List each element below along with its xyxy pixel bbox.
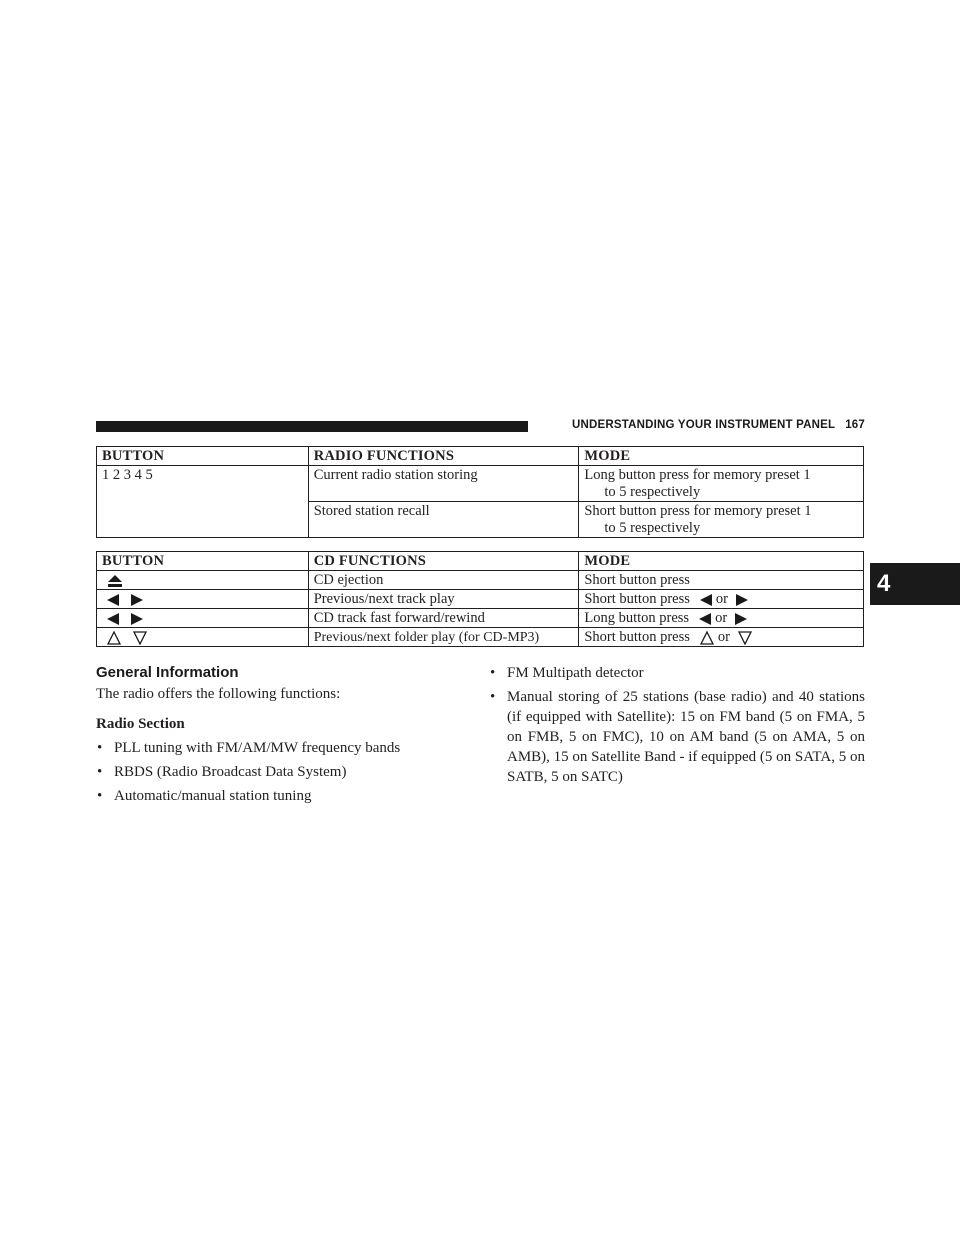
radio-features-list-continued: •FM Multipath detector •Manual storing o… xyxy=(489,663,865,787)
button-cell xyxy=(96,570,309,590)
right-column: •FM Multipath detector •Manual storing o… xyxy=(489,663,865,791)
or-text: or xyxy=(717,629,730,645)
mode-cell: Short button press for memory preset 1 t… xyxy=(578,501,864,538)
bullet: • xyxy=(97,740,103,756)
mode-text: Short button press xyxy=(584,629,690,645)
mode-cell: Long button press for memory preset 1 to… xyxy=(578,465,864,502)
section-heading: General Information xyxy=(96,664,239,681)
mode-line: Short button press for memory preset 1 xyxy=(584,503,812,519)
function-cell: CD track fast forward/rewind xyxy=(307,608,580,628)
subsection-heading: Radio Section xyxy=(96,716,185,732)
button-cell xyxy=(96,589,309,609)
mode-cell: Short button press or xyxy=(578,589,864,609)
bullet: • xyxy=(490,665,496,681)
function-cell: Stored station recall xyxy=(307,501,580,538)
function-cell: Current radio station storing xyxy=(307,465,580,502)
next-arrow-icon xyxy=(131,593,143,606)
folder-down-icon xyxy=(737,630,752,645)
folder-down-icon xyxy=(133,631,147,645)
function-cell: Previous/next track play xyxy=(307,589,580,609)
intro-paragraph: The radio offers the following functions… xyxy=(96,686,341,702)
mode-line: Long button press for memory preset 1 xyxy=(584,467,811,483)
function-cell: Previous/next folder play (for CD-MP3) xyxy=(307,627,580,647)
mode-cell: Short button press or xyxy=(578,627,864,647)
header-button: BUTTON xyxy=(96,446,309,466)
previous-arrow-icon xyxy=(107,593,119,606)
rewind-arrow-icon xyxy=(699,612,712,625)
header-mode: MODE xyxy=(578,551,864,571)
list-item: •Automatic/manual station tuning xyxy=(97,788,312,804)
list-item: •Manual storing of 25 stations (base rad… xyxy=(490,689,865,785)
bullet: • xyxy=(97,764,103,780)
mode-cell: Long button press or xyxy=(578,608,864,628)
or-text: or xyxy=(715,591,728,607)
previous-arrow-icon xyxy=(699,593,712,606)
eject-icon xyxy=(108,574,122,587)
fast-forward-arrow-icon xyxy=(735,612,748,625)
list-item: •RBDS (Radio Broadcast Data System) xyxy=(97,764,347,780)
header-button: BUTTON xyxy=(96,551,309,571)
mode-line: to 5 respectively xyxy=(604,520,701,536)
previous-arrow-icon xyxy=(107,612,119,625)
page-number: 167 xyxy=(845,419,865,431)
bullet: • xyxy=(490,689,496,705)
table-row: Previous/next track play Short button pr… xyxy=(96,589,864,609)
cd-functions-table: BUTTON CD FUNCTIONS MODE CD ejection Sho… xyxy=(96,551,864,647)
mode-text: Long button press xyxy=(584,610,690,626)
header-mode: MODE xyxy=(578,446,864,466)
empty-cell xyxy=(96,501,309,538)
chapter-tab: 4 xyxy=(870,563,960,605)
next-arrow-icon xyxy=(735,593,748,606)
header-rule xyxy=(96,421,528,432)
preset-buttons-label: 1 2 3 4 5 xyxy=(96,465,309,502)
mode-line: to 5 respectively xyxy=(604,484,701,500)
radio-features-list: •PLL tuning with FM/AM/MW frequency band… xyxy=(96,738,456,806)
table-header-row: BUTTON RADIO FUNCTIONS MODE xyxy=(96,446,864,466)
button-cell xyxy=(96,627,309,647)
list-item: •FM Multipath detector xyxy=(490,665,644,681)
header-radio-functions: RADIO FUNCTIONS xyxy=(307,446,580,466)
table-header-row: BUTTON CD FUNCTIONS MODE xyxy=(96,551,864,571)
table-row: CD ejection Short button press xyxy=(96,570,864,590)
section-title: UNDERSTANDING YOUR INSTRUMENT PANEL xyxy=(572,419,836,431)
button-cell xyxy=(96,608,309,628)
folder-up-icon xyxy=(699,630,714,645)
table-row: CD track fast forward/rewind Long button… xyxy=(96,608,864,628)
folder-up-icon xyxy=(107,630,121,645)
mode-text: Short button press xyxy=(584,591,690,607)
table-row: Stored station recall Short button press… xyxy=(96,501,864,538)
function-cell: CD ejection xyxy=(307,570,580,590)
left-column: General Information The radio offers the… xyxy=(96,663,456,810)
table-row: Previous/next folder play (for CD-MP3) S… xyxy=(96,627,864,647)
table-row: 1 2 3 4 5 Current radio station storing … xyxy=(96,465,864,502)
or-text: or xyxy=(715,610,728,626)
header-cd-functions: CD FUNCTIONS xyxy=(307,551,580,571)
mode-cell: Short button press xyxy=(578,570,864,590)
radio-functions-table: BUTTON RADIO FUNCTIONS MODE 1 2 3 4 5 Cu… xyxy=(96,446,864,538)
bullet: • xyxy=(97,788,103,804)
list-item: •PLL tuning with FM/AM/MW frequency band… xyxy=(97,740,401,756)
running-header: UNDERSTANDING YOUR INSTRUMENT PANEL 167 xyxy=(540,419,865,435)
next-arrow-icon xyxy=(131,612,143,625)
